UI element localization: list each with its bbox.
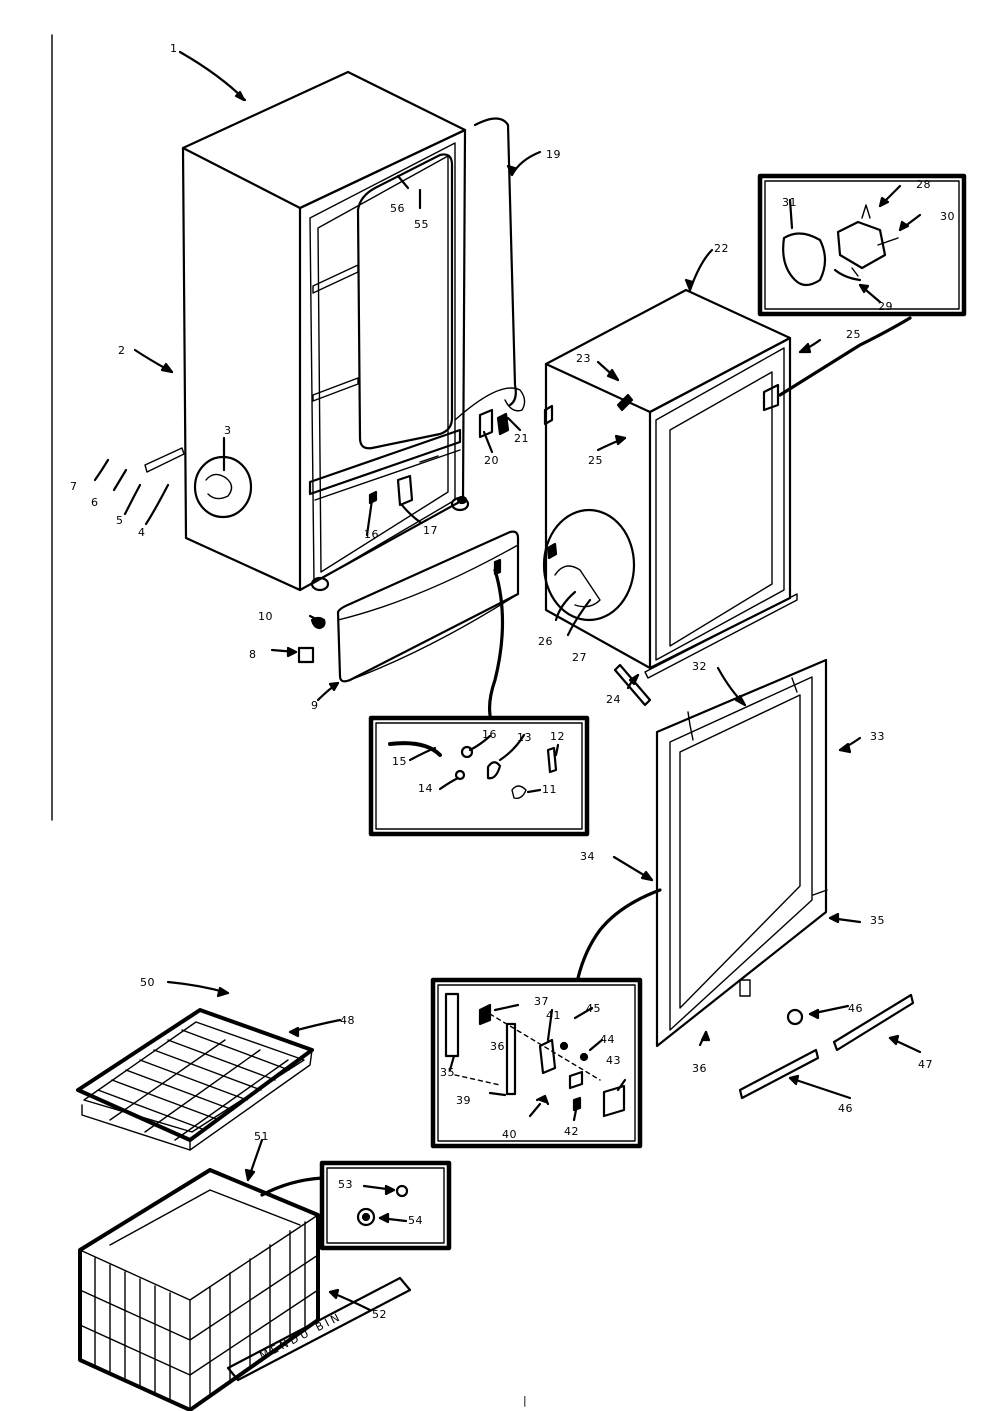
bin-label-strip [226, 1276, 412, 1382]
part-label-6: 6 [91, 496, 99, 509]
part-label-19: 19 [546, 148, 561, 161]
part-label-36a: 36 [692, 1062, 707, 1075]
part-label-29: 29 [878, 300, 893, 313]
part-label-4: 4 [138, 526, 146, 539]
part-label-44: 44 [600, 1033, 615, 1046]
part-label-27: 27 [572, 651, 587, 664]
part-label-21: 21 [514, 432, 529, 445]
part-label-53: 53 [338, 1178, 353, 1191]
grille-wire [487, 568, 505, 717]
part-label-28: 28 [916, 178, 931, 191]
part-label-48: 48 [340, 1014, 355, 1027]
inset-box-motor-parts [757, 173, 967, 317]
wire-basket [78, 1168, 320, 1411]
part-label-16a: 16 [482, 728, 497, 741]
part-label-17: 17 [423, 524, 438, 537]
part-label-32: 32 [692, 660, 707, 673]
part-label-2: 2 [118, 344, 126, 357]
part-label-16b: 16 [364, 528, 379, 541]
part-label-24: 24 [606, 693, 621, 706]
part-label-25a: 25 [846, 328, 861, 341]
part-label-25b: 25 [588, 454, 603, 467]
part-label-9: 9 [311, 699, 319, 712]
part-label-56: 56 [390, 202, 405, 215]
basket-wire [260, 1176, 324, 1197]
part-label-15: 15 [392, 755, 407, 768]
part-label-5: 5 [116, 514, 124, 527]
part-label-40: 40 [502, 1128, 517, 1141]
part-label-46b: 46 [838, 1102, 853, 1115]
part-label-11: 11 [542, 783, 557, 796]
hinge-24 [613, 663, 652, 707]
part-label-51: 51 [254, 1130, 269, 1143]
part-label-22: 22 [714, 242, 729, 255]
door-gasket-19 [473, 117, 517, 407]
part-label-35b: 35 [440, 1066, 455, 1079]
inset-box-grille-parts [368, 715, 590, 837]
bracket-23 [616, 393, 634, 412]
arrowheads [160, 90, 910, 1300]
front-screws [368, 408, 510, 507]
part-label-3: 3 [224, 424, 232, 437]
inset-box-basket-parts [319, 1160, 452, 1251]
footer-mark: | [523, 1394, 527, 1407]
part-label-10: 10 [258, 610, 273, 623]
part-label-55: 55 [414, 218, 429, 231]
part-label-31: 31 [782, 196, 797, 209]
part-label-54: 54 [408, 1214, 423, 1227]
part-label-1: 1 [170, 42, 178, 55]
part-label-23: 23 [576, 352, 591, 365]
part-label-26: 26 [538, 635, 553, 648]
part-label-45: 45 [586, 1002, 601, 1015]
part-label-14: 14 [418, 782, 433, 795]
part-label-37: 37 [534, 995, 549, 1008]
part-label-33: 33 [870, 730, 885, 743]
cabinet [144, 70, 470, 592]
inset-box-hinge-parts [430, 977, 643, 1149]
part-label-8: 8 [249, 648, 257, 661]
inner-liner [542, 288, 798, 679]
part-label-7: 7 [70, 480, 78, 493]
cabinet-wire [454, 387, 526, 421]
door-wire [576, 888, 662, 980]
part-label-30: 30 [940, 210, 955, 223]
door-panel [655, 658, 828, 1048]
part-label-43: 43 [606, 1054, 621, 1067]
part-label-41: 41 [546, 1009, 561, 1022]
motor-wire [778, 316, 912, 397]
part-label-39: 39 [456, 1094, 471, 1107]
part-label-35a: 35 [870, 914, 885, 927]
part-label-34: 34 [580, 850, 595, 863]
part-label-47: 47 [918, 1058, 933, 1071]
part-label-13: 13 [517, 731, 532, 744]
part-label-50: 50 [140, 976, 155, 989]
door-trim-parts [738, 993, 915, 1100]
leveler-parts [297, 616, 326, 664]
leader-lines [93, 50, 922, 1312]
part-label-46a: 46 [848, 1002, 863, 1015]
wire-shelf [76, 1008, 314, 1151]
part-label-12: 12 [550, 730, 565, 743]
part-label-36b: 36 [490, 1040, 505, 1053]
part-label-52: 52 [372, 1308, 387, 1321]
part-label-20: 20 [484, 454, 499, 467]
part-label-42: 42 [564, 1125, 579, 1138]
